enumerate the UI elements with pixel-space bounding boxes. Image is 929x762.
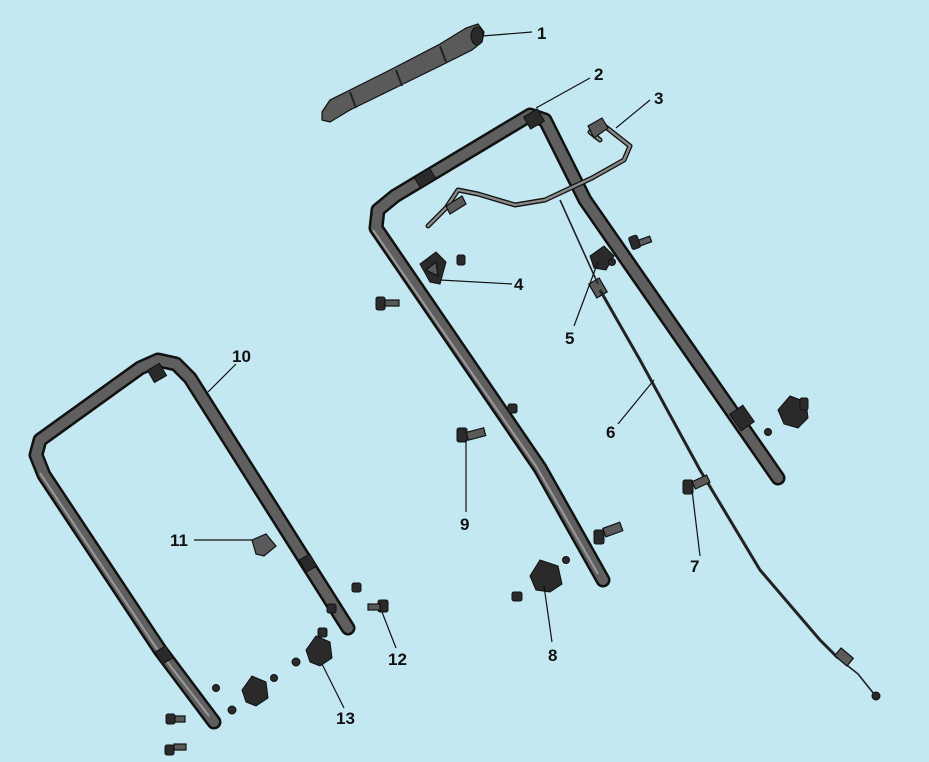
callout-12: 12 [388, 650, 407, 669]
callout-6: 6 [606, 423, 615, 442]
part-13-knob [291, 635, 333, 667]
knob-upper-right [764, 395, 809, 436]
callout-labels: 1 2 3 4 5 6 7 8 9 10 11 12 13 [170, 24, 699, 728]
lower-handle-hardware [164, 582, 389, 756]
callout-3: 3 [654, 89, 663, 108]
part-11-clip [251, 533, 277, 557]
callout-2: 2 [594, 65, 603, 84]
bolt-lower-b [164, 743, 187, 756]
callout-13: 13 [336, 709, 355, 728]
part-7-bolt [682, 474, 711, 495]
bolt-upper-right [628, 234, 653, 250]
callout-7: 7 [690, 557, 699, 576]
callout-5: 5 [565, 329, 574, 348]
callout-8: 8 [548, 646, 557, 665]
part-12-bolt [367, 599, 389, 613]
knob-lower-left [212, 674, 278, 715]
bolt-upper-left [375, 296, 400, 311]
part-8-knob [511, 556, 570, 602]
callout-9: 9 [460, 515, 469, 534]
bolt-lower-a [165, 713, 186, 725]
part-9-bolt [456, 403, 518, 443]
part-2-upper-handle [368, 107, 786, 588]
part-6-control-cable [559, 199, 881, 701]
part-5-cable-bracket [587, 245, 616, 299]
part-4-cable-guide [419, 251, 466, 285]
callout-10: 10 [232, 347, 251, 366]
upper-handle-hardware [375, 234, 809, 602]
part-10-lower-handle [28, 352, 356, 730]
part-3-control-bar [425, 117, 633, 229]
callout-1: 1 [537, 24, 546, 43]
bolt-mid-right [593, 521, 624, 545]
callout-leaders [194, 31, 701, 709]
callout-11: 11 [170, 531, 188, 550]
callout-4: 4 [514, 275, 524, 294]
part-1-handle-grip [321, 23, 485, 123]
